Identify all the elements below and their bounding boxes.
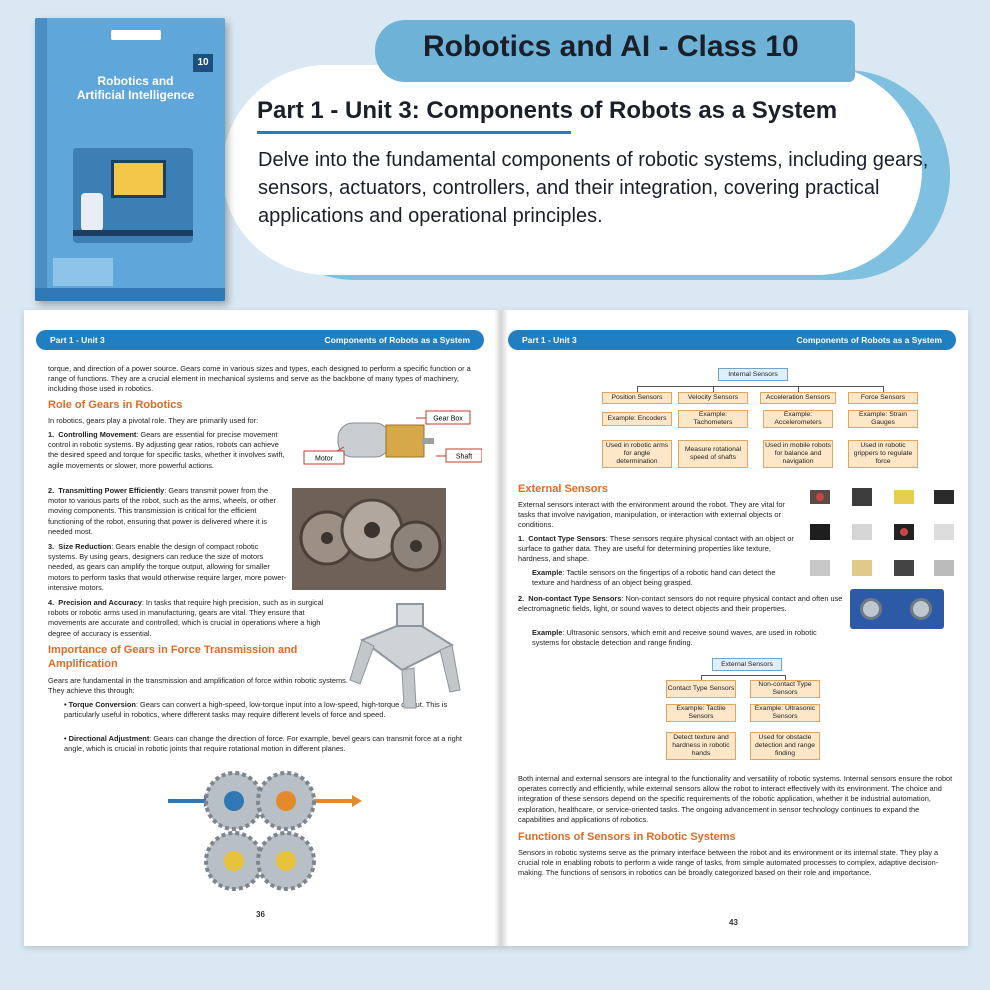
list-item: 2. Transmitting Power Efficiently: Gears… [48, 486, 276, 536]
list-item: 3. Size Reduction: Gears enable the desi… [48, 542, 287, 592]
list-item: 2. Non-contact Type Sensors: Non-contact… [518, 594, 843, 614]
right-page-header: Part 1 - Unit 3 Components of Robots as … [508, 330, 956, 350]
flow-node: Example: Strain Gauges [848, 410, 918, 428]
right-page: Part 1 - Unit 3 Components of Robots as … [508, 310, 968, 946]
left-page: Part 1 - Unit 3 Components of Robots as … [24, 310, 494, 946]
role-lead: In robotics, gears play a pivotal role. … [48, 416, 259, 425]
book-spine [35, 18, 47, 301]
external-sensors-flowchart: External Sensors Contact Type Sensors Ex… [658, 658, 838, 768]
flow-node: Non-contact Type Sensors [750, 680, 820, 698]
gearbox-label: Gear Box [433, 416, 463, 423]
flow-node: Detect texture and hardness in robotic h… [666, 732, 736, 760]
flow-connector [701, 675, 785, 676]
gearbox-label-box [425, 410, 471, 425]
flow-node: Example: Ultrasonic Sensors [750, 704, 820, 722]
intro-paragraph: torque, and direction of a power source.… [48, 364, 471, 394]
heading-gears-force-line2: Amplification [48, 658, 118, 670]
sensors-summary: Both internal and external sensors are i… [518, 774, 953, 824]
gear-train-illustration [168, 771, 362, 891]
flow-connector [637, 386, 883, 387]
left-header-part: Part 1 - Unit 3 [50, 335, 105, 345]
flow-node: Used for obstacle detection and range fi… [750, 732, 820, 760]
list-item: 1. Controlling Movement: Gears are essen… [48, 430, 285, 470]
robotic-gripper-photo [349, 603, 461, 709]
motor-label-box [303, 450, 345, 465]
flow-node: Used in robotic arms for angle determina… [602, 440, 672, 468]
unit-title: Part 1 - Unit 3: Components of Robots as… [257, 97, 838, 124]
book-cover: 10 Robotics and Artificial Intelligence [35, 18, 225, 301]
page-fold [494, 310, 508, 946]
flow-root-internal: Internal Sensors [718, 368, 788, 381]
ultrasonic-transmitter [860, 598, 882, 620]
flow-node: Contact Type Sensors [666, 680, 736, 698]
book-title-line1: Robotics and [97, 74, 174, 88]
flow-node: Example: Encoders [602, 412, 672, 426]
publisher-logo [111, 30, 161, 40]
external-intro: External sensors interact with the envir… [518, 500, 785, 530]
book-footer-band [35, 288, 225, 301]
flow-connector [713, 386, 714, 392]
tactile-sensors-photo [810, 488, 954, 576]
bullet-item: • Torque Conversion: Gears can convert a… [64, 700, 448, 720]
flow-node: Force Sensors [848, 392, 918, 404]
robot-illustration [81, 193, 103, 231]
ultrasonic-receiver [910, 598, 932, 620]
internal-sensors-flowchart: Internal Sensors Position Sensors Exampl… [508, 368, 968, 478]
right-page-number: 43 [729, 918, 738, 927]
gear-motor-diagram: Motor Gear Box Shaft [303, 410, 482, 465]
example-text: Example: Ultrasonic sensors, which emit … [532, 628, 817, 648]
grade-badge: 10 [193, 54, 213, 72]
shaft-label: Shaft [456, 454, 472, 461]
flow-node: Position Sensors [602, 392, 672, 404]
flow-connector [883, 386, 884, 392]
book-cover-illustration [73, 148, 193, 243]
functions-paragraph: Sensors in robotic systems serve as the … [518, 848, 939, 878]
flow-node: Used in robotic grippers to regulate for… [848, 440, 918, 468]
heading-external-sensors: External Sensors [518, 483, 608, 495]
bullet-item: • Directional Adjustment: Gears can chan… [64, 734, 462, 754]
flow-connector [798, 386, 799, 392]
flow-connector [785, 675, 786, 680]
class-title: Robotics and AI - Class 10 [423, 30, 799, 63]
book-title-line2: Artificial Intelligence [76, 88, 195, 102]
heading-functions-of-sensors: Functions of Sensors in Robotic Systems [518, 831, 736, 843]
book-includes-box [53, 258, 113, 286]
desk-illustration [73, 230, 193, 236]
heading-gears-force: Importance of Gears in Force Transmissio… [48, 643, 297, 671]
right-header-topic: Components of Robots as a System [796, 335, 942, 345]
book-spread: Part 1 - Unit 3 Components of Robots as … [24, 310, 968, 946]
shaft-label-box [445, 448, 482, 463]
example-text: Example: Tactile sensors on the fingerti… [532, 568, 776, 588]
banner-shape-front [222, 65, 922, 275]
flow-node: Example: Tachometers [678, 410, 748, 428]
banner: Robotics and AI - Class 10 Part 1 - Unit… [0, 0, 990, 301]
left-page-number: 36 [256, 910, 265, 919]
force-lead: Gears are fundamental in the transmissio… [48, 676, 348, 696]
class-title-tab: Robotics and AI - Class 10 [375, 20, 855, 82]
motor-label: Motor [315, 456, 334, 463]
flow-connector [701, 675, 702, 680]
list-item: 1. Contact Type Sensors: These sensors r… [518, 534, 794, 564]
flow-node: Example: Accelerometers [763, 410, 833, 428]
left-page-header: Part 1 - Unit 3 Components of Robots as … [36, 330, 484, 350]
gearbox-photo [292, 488, 446, 590]
heading-role-of-gears: Role of Gears in Robotics [48, 399, 183, 411]
book-title: Robotics and Artificial Intelligence [53, 74, 218, 102]
flow-node: Measure rotational speed of shafts [678, 440, 748, 468]
flow-root-external: External Sensors [712, 658, 782, 671]
left-header-topic: Components of Robots as a System [324, 335, 470, 345]
flow-node: Acceleration Sensors [760, 392, 836, 404]
flow-node: Velocity Sensors [678, 392, 748, 404]
heading-gears-force-line1: Importance of Gears in Force Transmissio… [48, 644, 298, 656]
flow-node: Example: Tactile Sensors [666, 704, 736, 722]
ultrasonic-sensor-photo [850, 589, 944, 629]
right-header-part: Part 1 - Unit 3 [522, 335, 577, 345]
monitor-illustration [111, 160, 166, 198]
flow-node: Used in mobile robots for balance and na… [763, 440, 833, 468]
unit-description: Delve into the fundamental components of… [258, 149, 929, 227]
unit-title-underline [257, 131, 571, 134]
flow-connector [637, 386, 638, 392]
list-item: 4. Precision and Accuracy: In tasks that… [48, 598, 324, 638]
